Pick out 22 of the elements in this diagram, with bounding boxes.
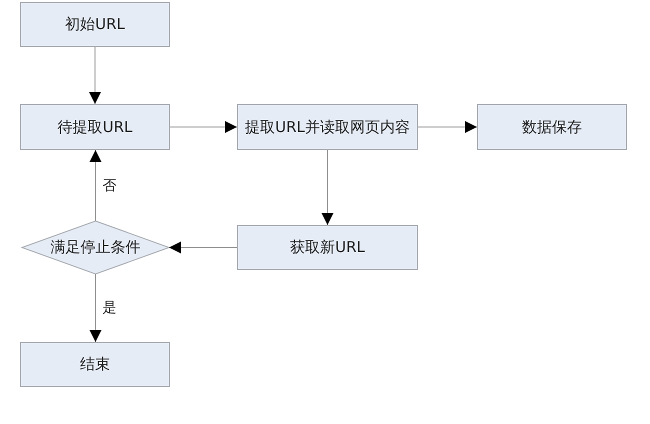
node-text: 结束 (80, 355, 110, 374)
process-box (237, 104, 418, 150)
node-text: 待提取URL (58, 118, 132, 136)
arrow (170, 121, 238, 133)
node-text: 满足停止条件 (50, 238, 140, 257)
process-box (477, 104, 627, 150)
arrow (90, 274, 102, 342)
arrow (418, 121, 478, 133)
arrow (90, 150, 102, 222)
node-text: 获取新URL (290, 238, 365, 257)
arrow (322, 150, 334, 226)
node-text: 初始URL (65, 15, 125, 34)
process-box (20, 342, 170, 387)
node-text: 数据保存 (522, 118, 582, 136)
arrow (89, 46, 101, 104)
process-box (20, 104, 170, 150)
edge-label: 否 (102, 176, 118, 194)
process-box (237, 225, 418, 270)
arrow (168, 242, 238, 254)
node-text: 提取URL并读取网页内容 (245, 118, 410, 136)
edge-label: 是 (102, 299, 118, 317)
process-box (20, 2, 170, 47)
